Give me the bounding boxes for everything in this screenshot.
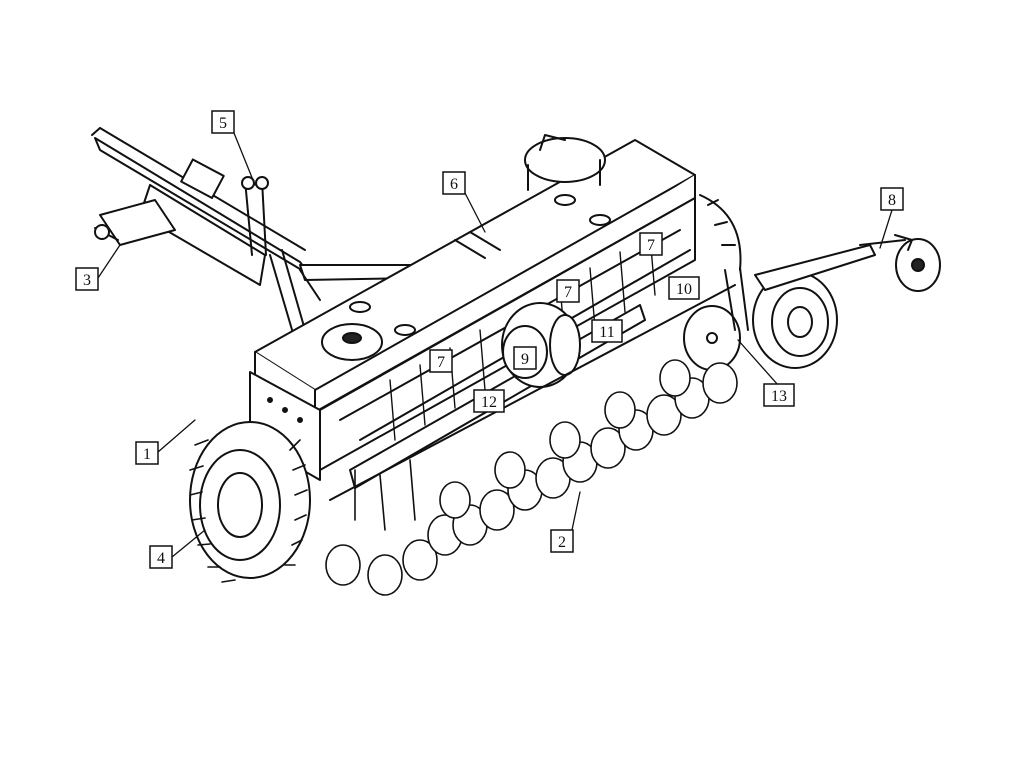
callout-5: 5 xyxy=(211,110,235,134)
callout-2: 2 xyxy=(550,529,574,553)
callout-10: 10 xyxy=(668,276,700,300)
leader-lines xyxy=(97,132,893,558)
left-wheel xyxy=(189,421,311,583)
svg-text:7: 7 xyxy=(564,284,572,301)
callout-3: 3 xyxy=(75,267,99,291)
marker-arm xyxy=(754,234,941,292)
drive-disc xyxy=(683,267,749,371)
callout-11: 11 xyxy=(591,319,623,343)
svg-text:9: 9 xyxy=(521,351,529,368)
svg-text:5: 5 xyxy=(219,115,227,132)
callout-13: 13 xyxy=(763,383,795,407)
transport-wheel xyxy=(752,271,838,369)
svg-text:12: 12 xyxy=(481,394,497,411)
svg-text:6: 6 xyxy=(450,176,458,193)
hitch-frame xyxy=(91,127,421,341)
seed-hopper xyxy=(254,139,696,413)
callouts: 1 2 3 4 5 6 7 7 xyxy=(75,110,904,569)
callout-8: 8 xyxy=(880,187,904,211)
fan-drum xyxy=(524,134,606,191)
disc-openers xyxy=(325,284,738,596)
svg-text:7: 7 xyxy=(647,237,655,254)
callout-1: 1 xyxy=(135,441,159,465)
callout-6: 6 xyxy=(442,171,466,195)
svg-text:11: 11 xyxy=(599,324,614,341)
callout-4: 4 xyxy=(149,545,173,569)
svg-text:1: 1 xyxy=(143,446,151,463)
callout-7-left: 7 xyxy=(429,349,453,373)
callout-12: 12 xyxy=(473,389,505,413)
svg-text:2: 2 xyxy=(558,534,566,551)
callout-7-middle: 7 xyxy=(556,279,580,303)
callout-7-right: 7 xyxy=(639,232,663,256)
svg-text:10: 10 xyxy=(676,281,692,298)
svg-text:8: 8 xyxy=(888,192,896,209)
svg-text:13: 13 xyxy=(771,388,787,405)
svg-text:3: 3 xyxy=(83,272,91,289)
side-frame xyxy=(249,371,321,481)
svg-text:7: 7 xyxy=(437,354,445,371)
svg-text:4: 4 xyxy=(157,550,165,567)
rear-wheel xyxy=(699,194,742,271)
callout-9: 9 xyxy=(513,346,537,370)
